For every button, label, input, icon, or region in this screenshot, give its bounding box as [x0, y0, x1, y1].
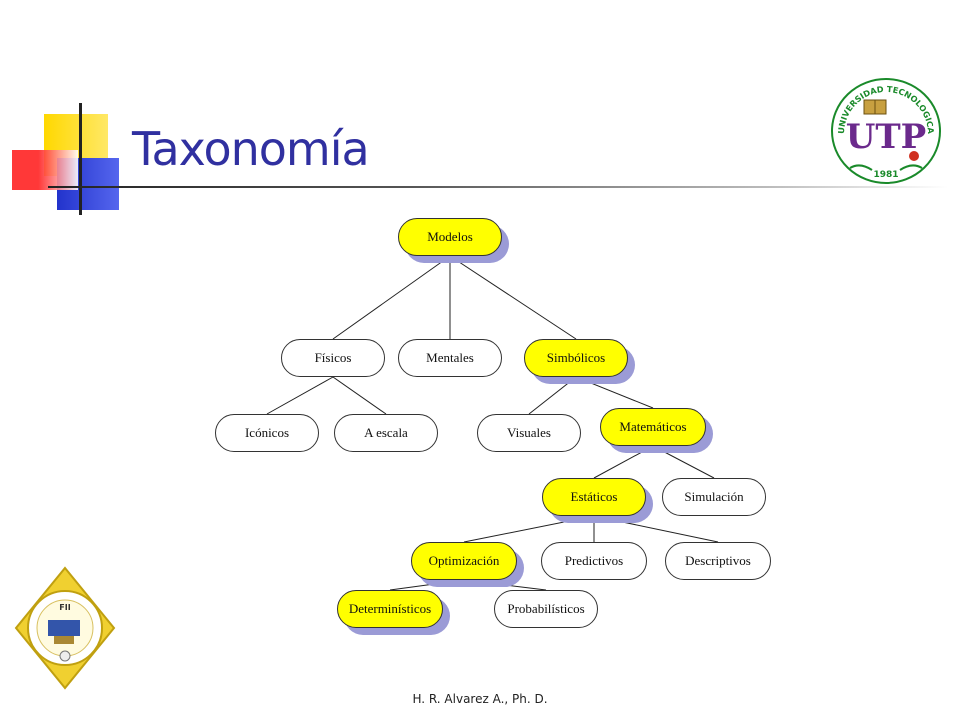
node-estaticos: Estáticos	[542, 478, 646, 516]
university-seal-logo: UNIVERSIDAD TECNOLOGICA DE PANAMA UTP 19…	[828, 76, 941, 184]
node-predictivos: Predictivos	[541, 542, 647, 580]
decor-vertical-line	[79, 103, 82, 215]
edge-matematicos-estaticos	[593, 445, 654, 479]
edge-simbolicos-visuales	[528, 376, 577, 415]
node-optimizacion: Optimización	[411, 542, 517, 580]
seal-monogram: UTP	[846, 117, 927, 157]
slide-title: Taxonomía	[132, 122, 370, 176]
edge-optimizacion-probabilisticos	[463, 579, 547, 591]
node-probabilisticos: Probabilísticos	[494, 590, 598, 628]
title-underline	[48, 186, 948, 188]
node-aescala: A escala	[334, 414, 438, 452]
edge-fisicos-aescala	[332, 376, 387, 415]
edge-modelos-simbolicos	[449, 255, 577, 340]
node-deterministicos: Determinísticos	[337, 590, 443, 628]
faculty-badge-logo: FII	[14, 566, 116, 690]
node-matematicos: Matemáticos	[600, 408, 706, 446]
footer-author: H. R. Alvarez A., Ph. D.	[412, 692, 548, 706]
node-mentales: Mentales	[398, 339, 502, 377]
edge-fisicos-iconicos	[266, 376, 334, 415]
node-descriptivos: Descriptivos	[665, 542, 771, 580]
edge-modelos-fisicos	[332, 255, 451, 340]
node-modelos: Modelos	[398, 218, 502, 256]
edge-matematicos-simulacion	[652, 445, 715, 479]
edge-simbolicos-matematicos	[575, 376, 654, 409]
node-iconicos: Icónicos	[215, 414, 319, 452]
badge-label: FII	[59, 603, 70, 612]
edge-optimizacion-deterministicos	[389, 579, 465, 591]
node-simbolicos: Simbólicos	[524, 339, 628, 377]
seal-year: 1981	[873, 170, 898, 180]
node-visuales: Visuales	[477, 414, 581, 452]
edge-estaticos-descriptivos	[593, 515, 719, 543]
decor-square-red	[12, 150, 78, 190]
edge-estaticos-optimizacion	[463, 515, 595, 543]
node-fisicos: Físicos	[281, 339, 385, 377]
node-simulacion: Simulación	[662, 478, 766, 516]
